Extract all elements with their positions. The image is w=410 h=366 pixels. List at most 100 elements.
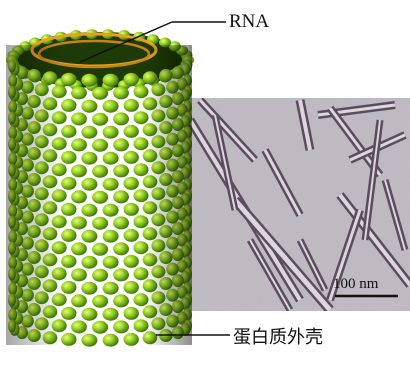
- scale-bar-label: 100 nm: [333, 276, 378, 293]
- capsomer-bead: [52, 189, 67, 202]
- capsomer-bead: [35, 83, 49, 96]
- capsomer-bead: [143, 71, 158, 84]
- capsomer-bead: [8, 60, 16, 73]
- capsomer-bead: [43, 201, 58, 214]
- capsomer-bead: [159, 225, 172, 238]
- capsomer-bead: [92, 165, 108, 178]
- capsomer-bead: [172, 170, 184, 183]
- capsomer-bead: [8, 242, 16, 255]
- capsomer-bead: [113, 86, 129, 99]
- capsomer-bead: [21, 211, 34, 224]
- capsomer-bead: [143, 149, 158, 162]
- capsomer-bead: [92, 217, 108, 230]
- capsomer-bead: [159, 277, 172, 290]
- capsomer-bead: [35, 187, 49, 200]
- capsomer-bead: [166, 159, 179, 172]
- capsomer-bead: [35, 161, 49, 174]
- capsomer-bead: [8, 268, 16, 281]
- capsomer-bead: [71, 242, 87, 255]
- capsomer-bead: [43, 97, 58, 110]
- capsomer-bead: [52, 85, 67, 98]
- capsomer-bead: [81, 204, 97, 217]
- capsomer-bead: [61, 281, 76, 294]
- capsomer-bead: [43, 305, 58, 318]
- capsomer-bead: [172, 300, 184, 313]
- capsomer-bead: [166, 237, 179, 250]
- capsomer-bead: [71, 86, 87, 99]
- capsomer-bead: [159, 199, 172, 212]
- capsomer-bead: [52, 241, 67, 254]
- capsomer-bead: [52, 215, 67, 228]
- capsomer-bead: [166, 211, 179, 224]
- capsomer-bead: [143, 279, 158, 292]
- capsomer-bead: [8, 126, 17, 139]
- capsomer-bead: [8, 152, 17, 165]
- capsomer-bead: [43, 123, 58, 136]
- capsomer-bead: [61, 73, 76, 86]
- capsomer-bead: [151, 265, 165, 278]
- capsomer-bead: [92, 139, 108, 152]
- capsomer-bead: [8, 100, 17, 113]
- capsomer-bead: [166, 315, 179, 328]
- capsomer-bead: [166, 81, 179, 94]
- capsomer-bead: [27, 69, 40, 82]
- capsomer-bead: [92, 113, 108, 126]
- capsomer-bead: [21, 81, 34, 94]
- capsomer-bead: [151, 83, 165, 96]
- capsomer-bead: [35, 291, 49, 304]
- capsomer-bead: [8, 216, 16, 229]
- capsomer-bead: [61, 333, 76, 346]
- capsomer-bead: [8, 282, 17, 295]
- capsomer-bead: [8, 86, 16, 99]
- capsomer-bead: [43, 71, 58, 84]
- capsomer-bead: [159, 173, 172, 186]
- capsomer-bead: [35, 265, 49, 278]
- capsomer-bead: [103, 178, 119, 191]
- capsomer-bead: [71, 190, 87, 203]
- capsomer-bead: [71, 294, 87, 307]
- capsomer-bead: [21, 133, 34, 146]
- capsomer-bead: [35, 239, 49, 252]
- capsomer-bead: [143, 305, 158, 318]
- capsomer-bead: [61, 229, 76, 242]
- capsomer-bead: [113, 138, 129, 151]
- capsomer-bead: [81, 256, 97, 269]
- capsomer-bead: [52, 137, 67, 150]
- capsomer-bead: [81, 334, 97, 347]
- capsomer-bead: [92, 87, 108, 100]
- capsomer-bead: [52, 163, 67, 176]
- capsomer-bead: [103, 204, 119, 217]
- capsomer-bead: [134, 163, 149, 176]
- capsomer-bead: [8, 164, 16, 177]
- capsomer-bead: [159, 147, 172, 160]
- capsomer-bead: [151, 239, 165, 252]
- capsomer-bead: [81, 152, 97, 165]
- capsomer-bead: [151, 161, 165, 174]
- capsomer-bead: [166, 289, 179, 302]
- capsomer-bead: [43, 331, 58, 344]
- capsomer-bead: [27, 121, 40, 134]
- capsomer-bead: [71, 138, 87, 151]
- capsomer-bead: [143, 331, 158, 344]
- capsomer-bead: [27, 329, 40, 342]
- capsomer-bead: [81, 178, 97, 191]
- capsomer-bead: [52, 111, 67, 124]
- capsomer-bead: [21, 107, 34, 120]
- capsomer-bead: [166, 133, 179, 146]
- capsomer-bead: [8, 138, 16, 151]
- capsomer-bead: [71, 320, 87, 333]
- capsomer-bead: [113, 216, 129, 229]
- capsomer-bead: [8, 230, 17, 243]
- capsomer-bead: [159, 95, 172, 108]
- capsomer-bead: [8, 178, 17, 191]
- capsomer-bead: [21, 289, 34, 302]
- capsomer-bead: [35, 109, 49, 122]
- capsomer-bead: [8, 294, 16, 307]
- capsomer-bead: [103, 152, 119, 165]
- capsomer-bead: [166, 185, 179, 198]
- capsomer-bead: [124, 177, 139, 190]
- capsomer-bead: [43, 279, 58, 292]
- capsomer-bead: [124, 73, 139, 86]
- capsomer-bead: [27, 277, 40, 290]
- capsomer-bead: [124, 99, 139, 112]
